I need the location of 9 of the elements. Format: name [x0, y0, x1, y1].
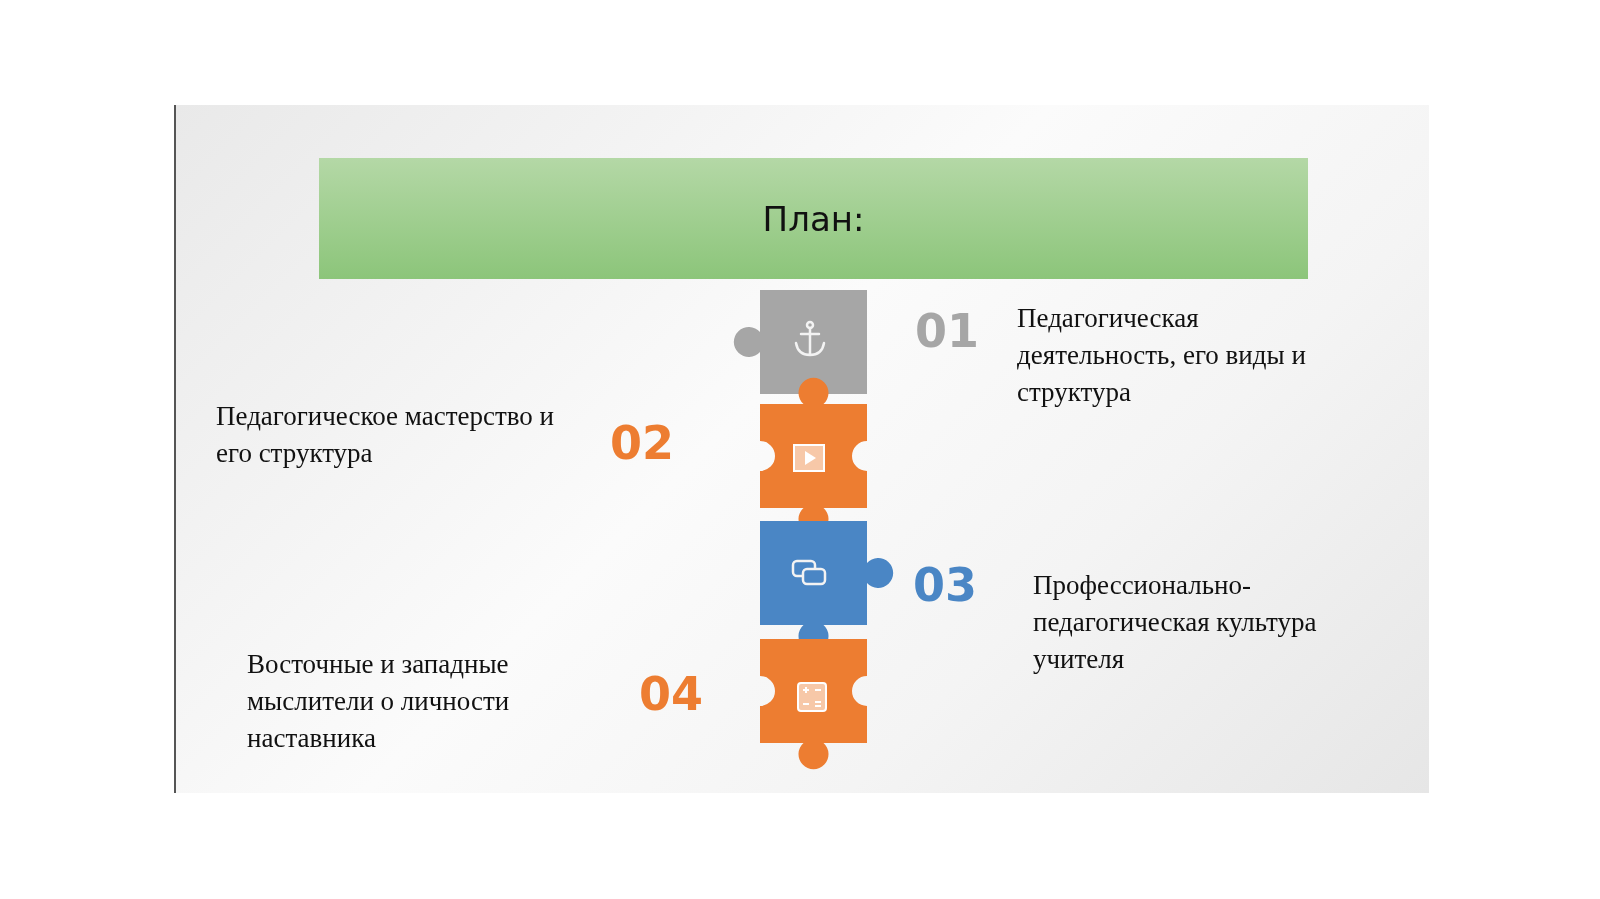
- step-description: Педагогическое мастерство и его структура: [216, 400, 555, 470]
- step-number: 04: [639, 671, 704, 717]
- heading: План:: [762, 198, 865, 239]
- step-number: 02: [610, 420, 675, 466]
- step-description: Профессионально-педагогическая культура учителя: [1033, 569, 1318, 676]
- step-number: 01: [915, 308, 980, 354]
- step-number: 03: [913, 562, 978, 608]
- step-description: Педагогическая деятельность, его виды и структура: [1017, 302, 1307, 409]
- step-description: Восточные и западные мыслители о личности наставника: [247, 648, 511, 755]
